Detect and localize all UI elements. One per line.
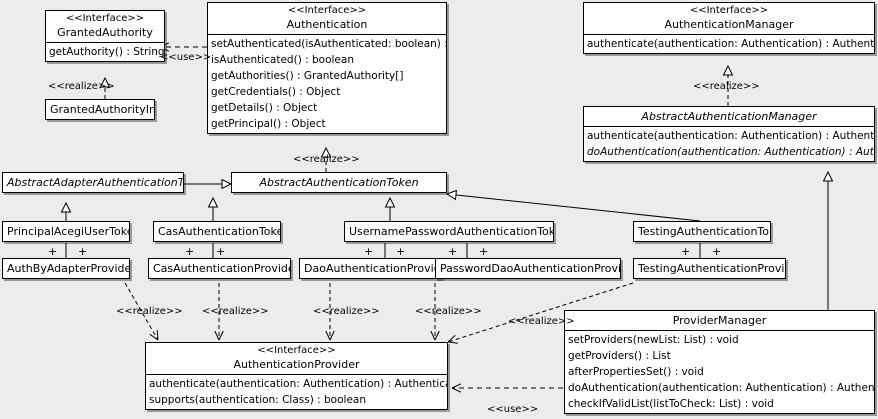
member-item: authenticate(authentication: Authenticat… — [149, 378, 448, 391]
class-name: UsernamePasswordAuthenticationToken — [349, 225, 554, 238]
class-dao-authentication-provider[interactable]: DaoAuthenticationProvider — [299, 258, 442, 279]
association-marker: + — [185, 245, 195, 258]
class-authentication-manager[interactable]: <<Interface>> AuthenticationManager auth… — [583, 2, 875, 55]
class-name: AbstractAuthenticationManager — [641, 110, 817, 123]
relationship-label-realize-password-dao-authentication-provider: <<realize>> — [415, 306, 482, 317]
association-marker: + — [78, 245, 88, 258]
relationship-label-realize-cas-authentication-provider: <<realize>> — [202, 306, 269, 317]
class-header: <<Interface>> Authentication — [208, 3, 446, 34]
class-auth-by-adapter-provider[interactable]: AuthByAdapterProvider — [2, 258, 130, 279]
class-name: PrincipalAcegiUserToken — [7, 225, 130, 238]
class-name: CasAuthenticationProvider — [153, 262, 291, 275]
relationship-label-realize-auth-by-adapter-provider: <<realize>> — [116, 306, 183, 317]
relationship-label-realize-granted-authority-impl: <<realize>> — [48, 81, 115, 92]
member-item: getAuthority() : String — [49, 46, 165, 59]
class-name: GrantedAuthority — [57, 25, 153, 39]
class-name: ProviderManager — [672, 314, 767, 327]
class-username-password-authentication-token[interactable]: UsernamePasswordAuthenticationToken — [344, 221, 554, 242]
class-abstract-authentication-manager[interactable]: AbstractAuthenticationManager authentica… — [583, 106, 875, 162]
class-abstract-authentication-token[interactable]: AbstractAuthenticationToken — [231, 172, 447, 193]
stereotype-label: <<Interface>> — [287, 5, 367, 16]
member-list: setProviders(newList: List) : void getPr… — [565, 330, 874, 413]
class-name: DaoAuthenticationProvider — [304, 262, 442, 275]
class-principal-acegi-user-token[interactable]: PrincipalAcegiUserToken — [2, 221, 130, 242]
class-name: GrantedAuthorityImpl — [50, 103, 154, 116]
member-item: setAuthenticated(isAuthenticated: boolea… — [211, 38, 446, 51]
class-header: <<Interface>> AuthenticationProvider — [146, 343, 447, 374]
class-testing-authentication-provider[interactable]: TestingAuthenticationProvider — [633, 258, 786, 279]
member-item: checkIfValidList(listToCheck: List) : vo… — [568, 398, 774, 410]
association-marker: + — [712, 245, 722, 258]
member-item: getPrincipal() : Object — [211, 118, 326, 131]
member-list: setAuthenticated(isAuthenticated: boolea… — [208, 34, 446, 133]
association-marker: + — [448, 245, 458, 258]
class-name: AuthByAdapterProvider — [7, 262, 130, 275]
member-item: doAuthentication(authentication: Authent… — [587, 146, 874, 158]
class-authentication-provider[interactable]: <<Interface>> AuthenticationProvider aut… — [145, 342, 448, 411]
class-granted-authority[interactable]: <<Interface>> GrantedAuthority getAuthor… — [45, 10, 165, 63]
class-name: CasAuthenticationToken — [158, 225, 281, 238]
class-cas-authentication-token[interactable]: CasAuthenticationToken — [153, 221, 281, 242]
class-name: AbstractAuthenticationToken — [259, 176, 419, 189]
generalization-testing-authentication-token — [445, 189, 701, 222]
association-marker: + — [681, 245, 691, 258]
association-marker: + — [479, 245, 489, 258]
association-marker: + — [364, 245, 374, 258]
class-testing-authentication-token[interactable]: TestingAuthenticationToken — [633, 221, 771, 242]
member-item: getAuthorities() : GrantedAuthority[] — [211, 70, 404, 83]
class-name: AuthenticationProvider — [233, 357, 360, 371]
relationship-label-realize-dao-authentication-provider: <<realize>> — [313, 306, 380, 317]
member-item: authenticate(authentication: Authenticat… — [587, 38, 875, 51]
association-marker: + — [396, 245, 406, 258]
stereotype-label: <<Interface>> — [65, 13, 145, 24]
association-marker: + — [216, 245, 226, 258]
member-item: authenticate(authentication: Authenticat… — [587, 130, 875, 142]
class-name: TestingAuthenticationProvider — [638, 262, 785, 275]
member-item: getDetails() : Object — [211, 102, 318, 115]
class-password-dao-authentication-provider[interactable]: PasswordDaoAuthenticationProvider — [435, 258, 621, 279]
class-abstract-adapter-authentication-token[interactable]: AbstractAdapterAuthenticationToken — [2, 172, 184, 193]
class-name: TestingAuthenticationToken — [638, 225, 770, 238]
member-list: authenticate(authentication: Authenticat… — [584, 34, 874, 53]
relationship-label-realize-testing-authentication-provider: <<realize>> — [508, 316, 575, 327]
class-granted-authority-impl[interactable]: GrantedAuthorityImpl — [45, 99, 155, 120]
member-item: supports(authentication: Class) : boolea… — [149, 394, 366, 407]
relationship-label-realize-authentication-manager: <<realize>> — [693, 81, 760, 92]
class-header: <<Interface>> GrantedAuthority — [46, 11, 164, 42]
member-item: getProviders() : List — [568, 350, 671, 362]
member-item: isAuthenticated() : boolean — [211, 54, 354, 67]
member-item: afterPropertiesSet() : void — [568, 366, 704, 378]
class-name: AbstractAdapterAuthenticationToken — [7, 176, 184, 189]
member-item: doAuthentication(authentication: Authent… — [568, 382, 875, 394]
class-authentication[interactable]: <<Interface>> Authentication setAuthenti… — [207, 2, 447, 135]
relationship-label-use-provider-manager: <<use>> — [487, 404, 539, 415]
member-item: setProviders(newList: List) : void — [568, 334, 739, 346]
relationship-label-realize-abstract-authentication-token: <<realize>> — [293, 154, 360, 165]
member-list: authenticate(authentication: Authenticat… — [584, 126, 874, 161]
association-marker: + — [48, 245, 58, 258]
class-name: Authentication — [286, 17, 368, 31]
member-item: getCredentials() : Object — [211, 86, 341, 99]
member-list: authenticate(authentication: Authenticat… — [146, 374, 447, 409]
class-header: <<Interface>> AuthenticationManager — [584, 3, 874, 34]
member-list: getAuthority() : String — [46, 42, 164, 61]
class-cas-authentication-provider[interactable]: CasAuthenticationProvider — [148, 258, 291, 279]
relationship-label-use-authentication-granted-authority: <<use>> — [160, 52, 212, 63]
class-provider-manager[interactable]: ProviderManager setProviders(newList: Li… — [564, 310, 875, 414]
class-name: PasswordDaoAuthenticationProvider — [440, 262, 621, 275]
stereotype-label: <<Interface>> — [689, 5, 769, 16]
class-name: AuthenticationManager — [664, 17, 794, 31]
stereotype-label: <<Interface>> — [257, 345, 336, 356]
